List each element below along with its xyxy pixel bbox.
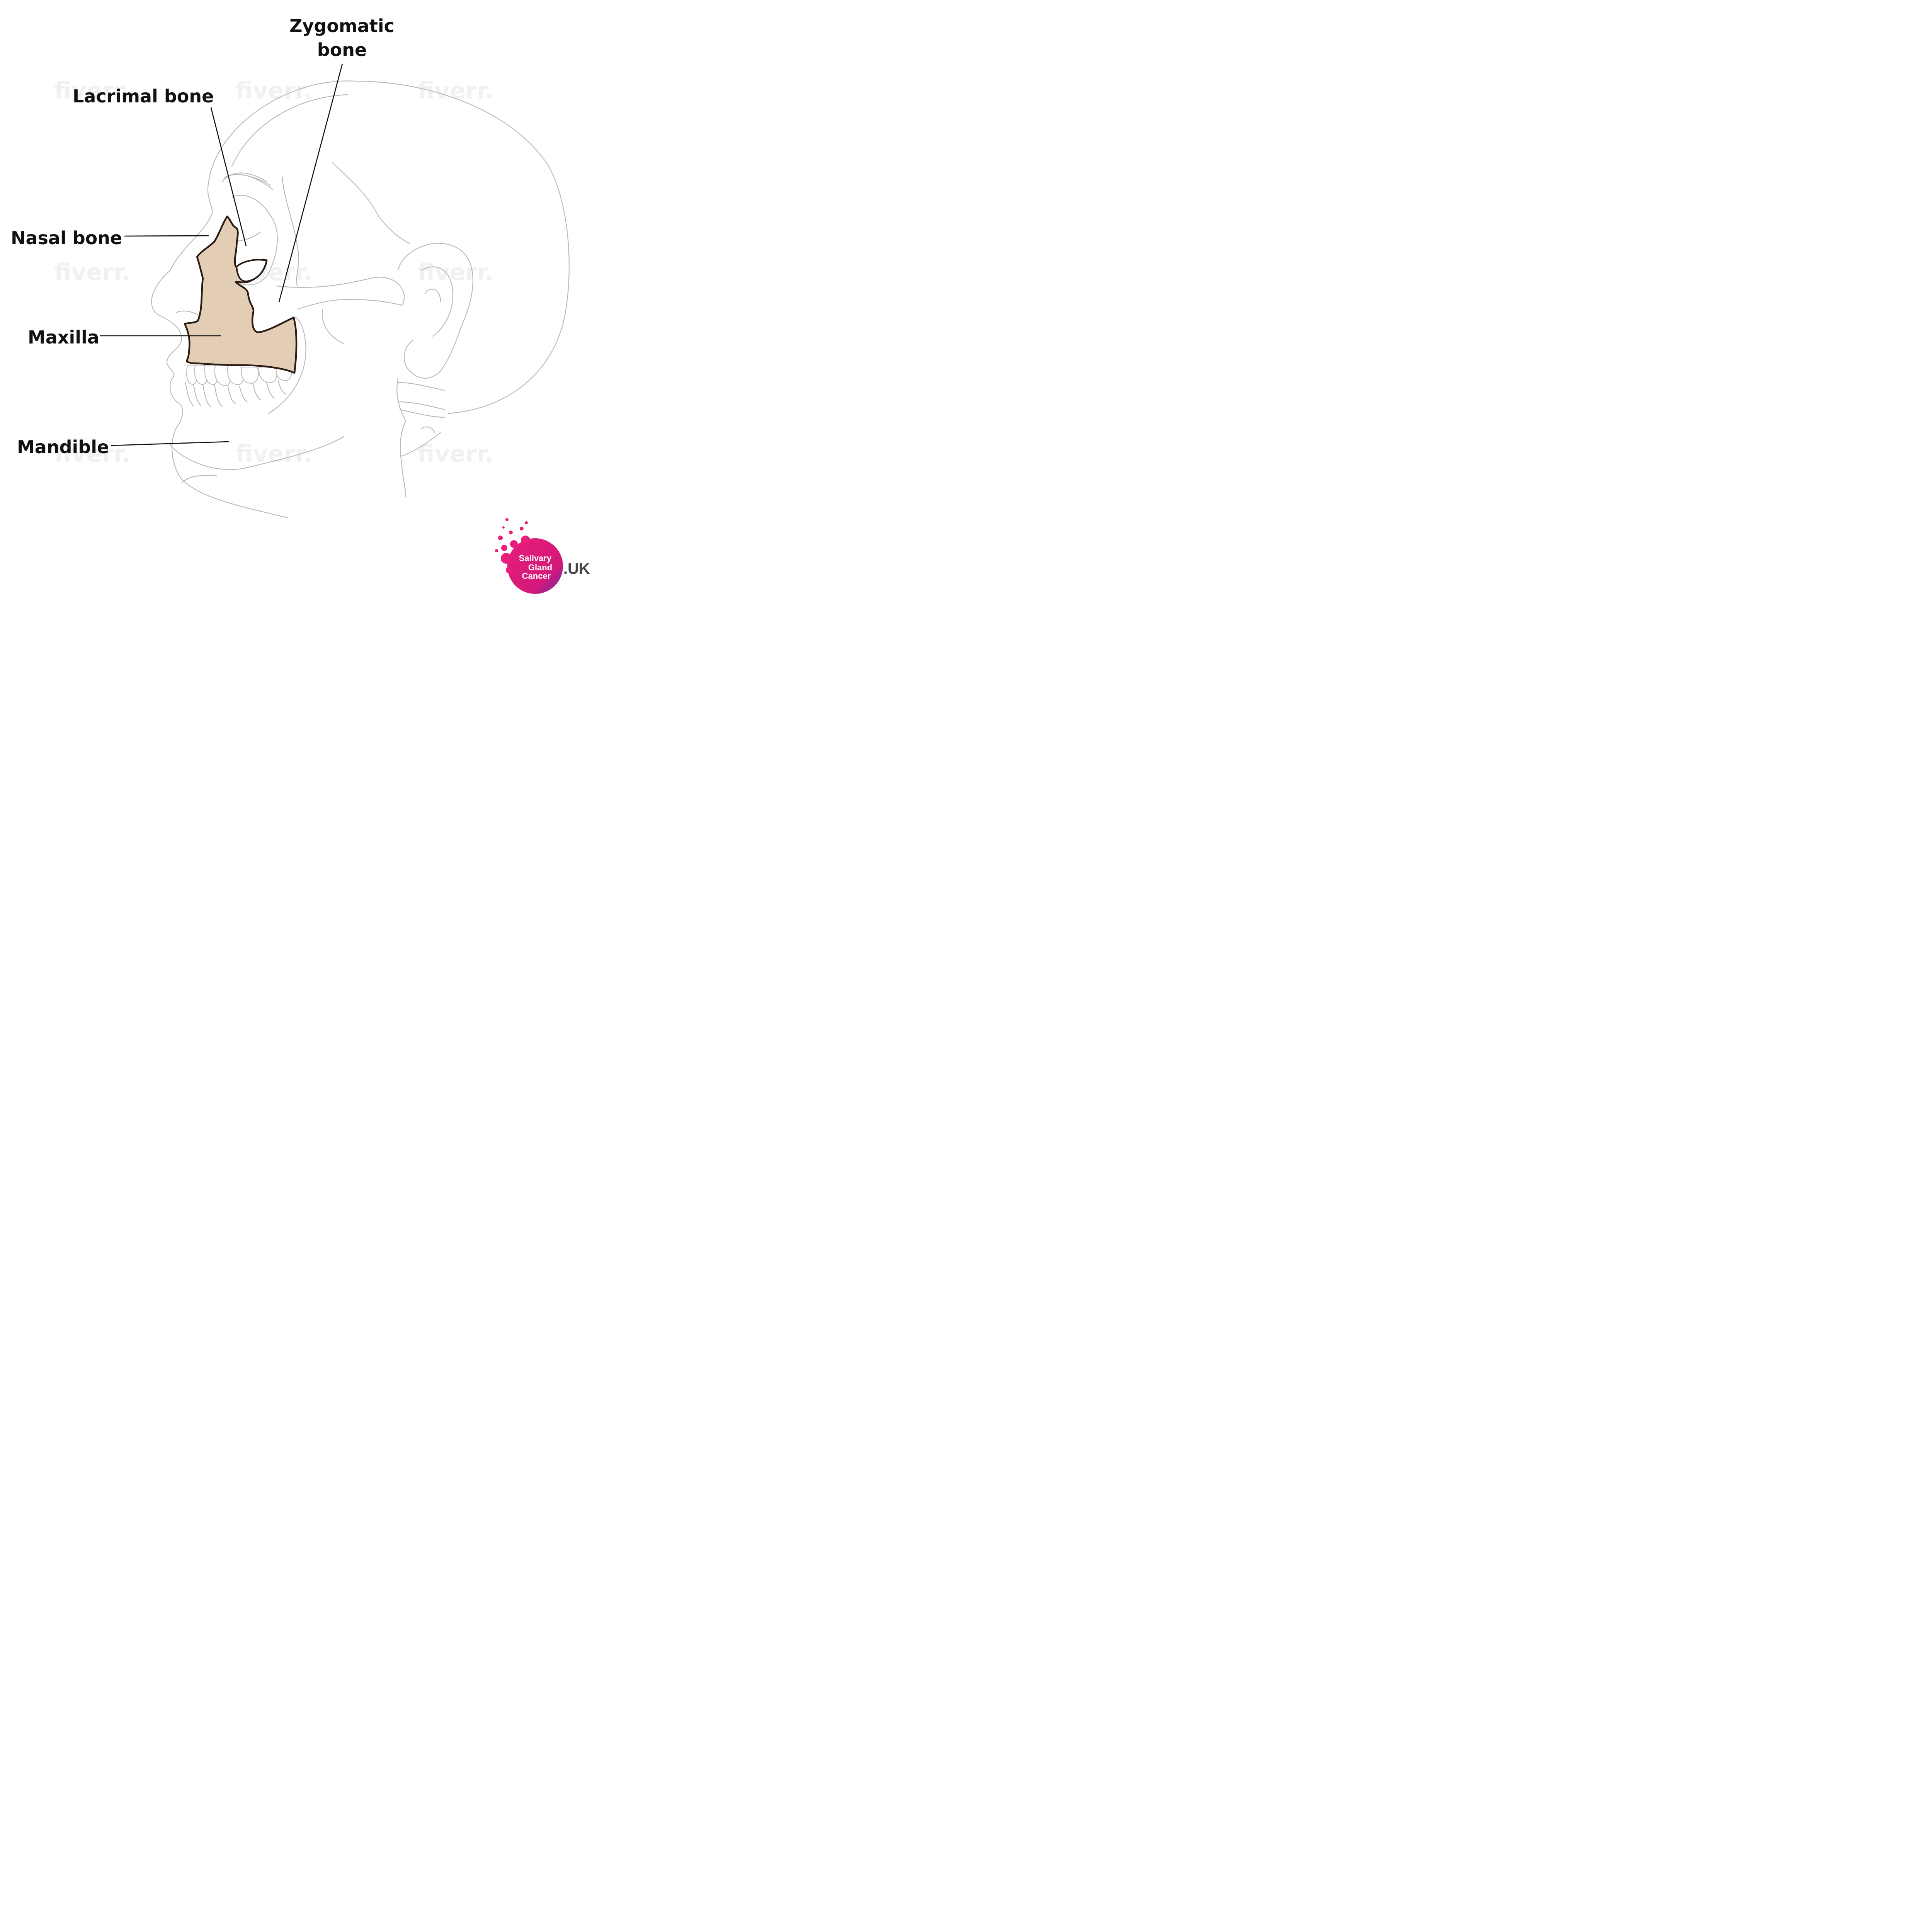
diagram-canvas: fiverr. fiverr. fiverr. fiverr. fiverr. … (0, 0, 606, 606)
lower-teeth (185, 380, 287, 407)
mandible-outline (268, 316, 306, 414)
leader-zygomatic (278, 63, 343, 303)
cranium-outline (208, 80, 570, 414)
logo-text-line2: Gland (528, 563, 552, 572)
logo-suffix: .UK (563, 560, 590, 577)
nostril (175, 310, 202, 318)
maxilla-region (184, 215, 298, 374)
leader-lacrimal (210, 107, 247, 247)
watermark: fiverr. (417, 440, 494, 468)
watermark: fiverr. (236, 77, 312, 104)
watermark: fiverr. (54, 259, 131, 286)
orbit-floor (235, 259, 268, 282)
label-nasal-bone: Nasal bone (11, 228, 122, 248)
leader-mandible (111, 441, 229, 446)
neck-outline (396, 378, 406, 497)
orbit-outline (231, 195, 278, 286)
label-lacrimal-bone: Lacrimal bone (73, 86, 214, 107)
head-illustration: Salivary Gland Cancer .UK (100, 63, 590, 594)
watermark: fiverr. (54, 77, 131, 104)
label-mandible: Mandible (17, 437, 109, 457)
watermark: fiverr. (417, 259, 494, 286)
brow-ridge (231, 94, 349, 167)
logo-text-line3: Cancer (522, 571, 551, 581)
zygomatic-arch (276, 277, 405, 310)
logo-mark: Salivary Gland Cancer .UK (495, 518, 590, 594)
face-profile (151, 181, 289, 519)
ear-outline (397, 243, 473, 379)
label-maxilla: Maxilla (28, 327, 99, 348)
logo-text-line1: Salivary (519, 553, 552, 563)
label-zygomatic-bone: Zygomatic bone (289, 15, 395, 61)
